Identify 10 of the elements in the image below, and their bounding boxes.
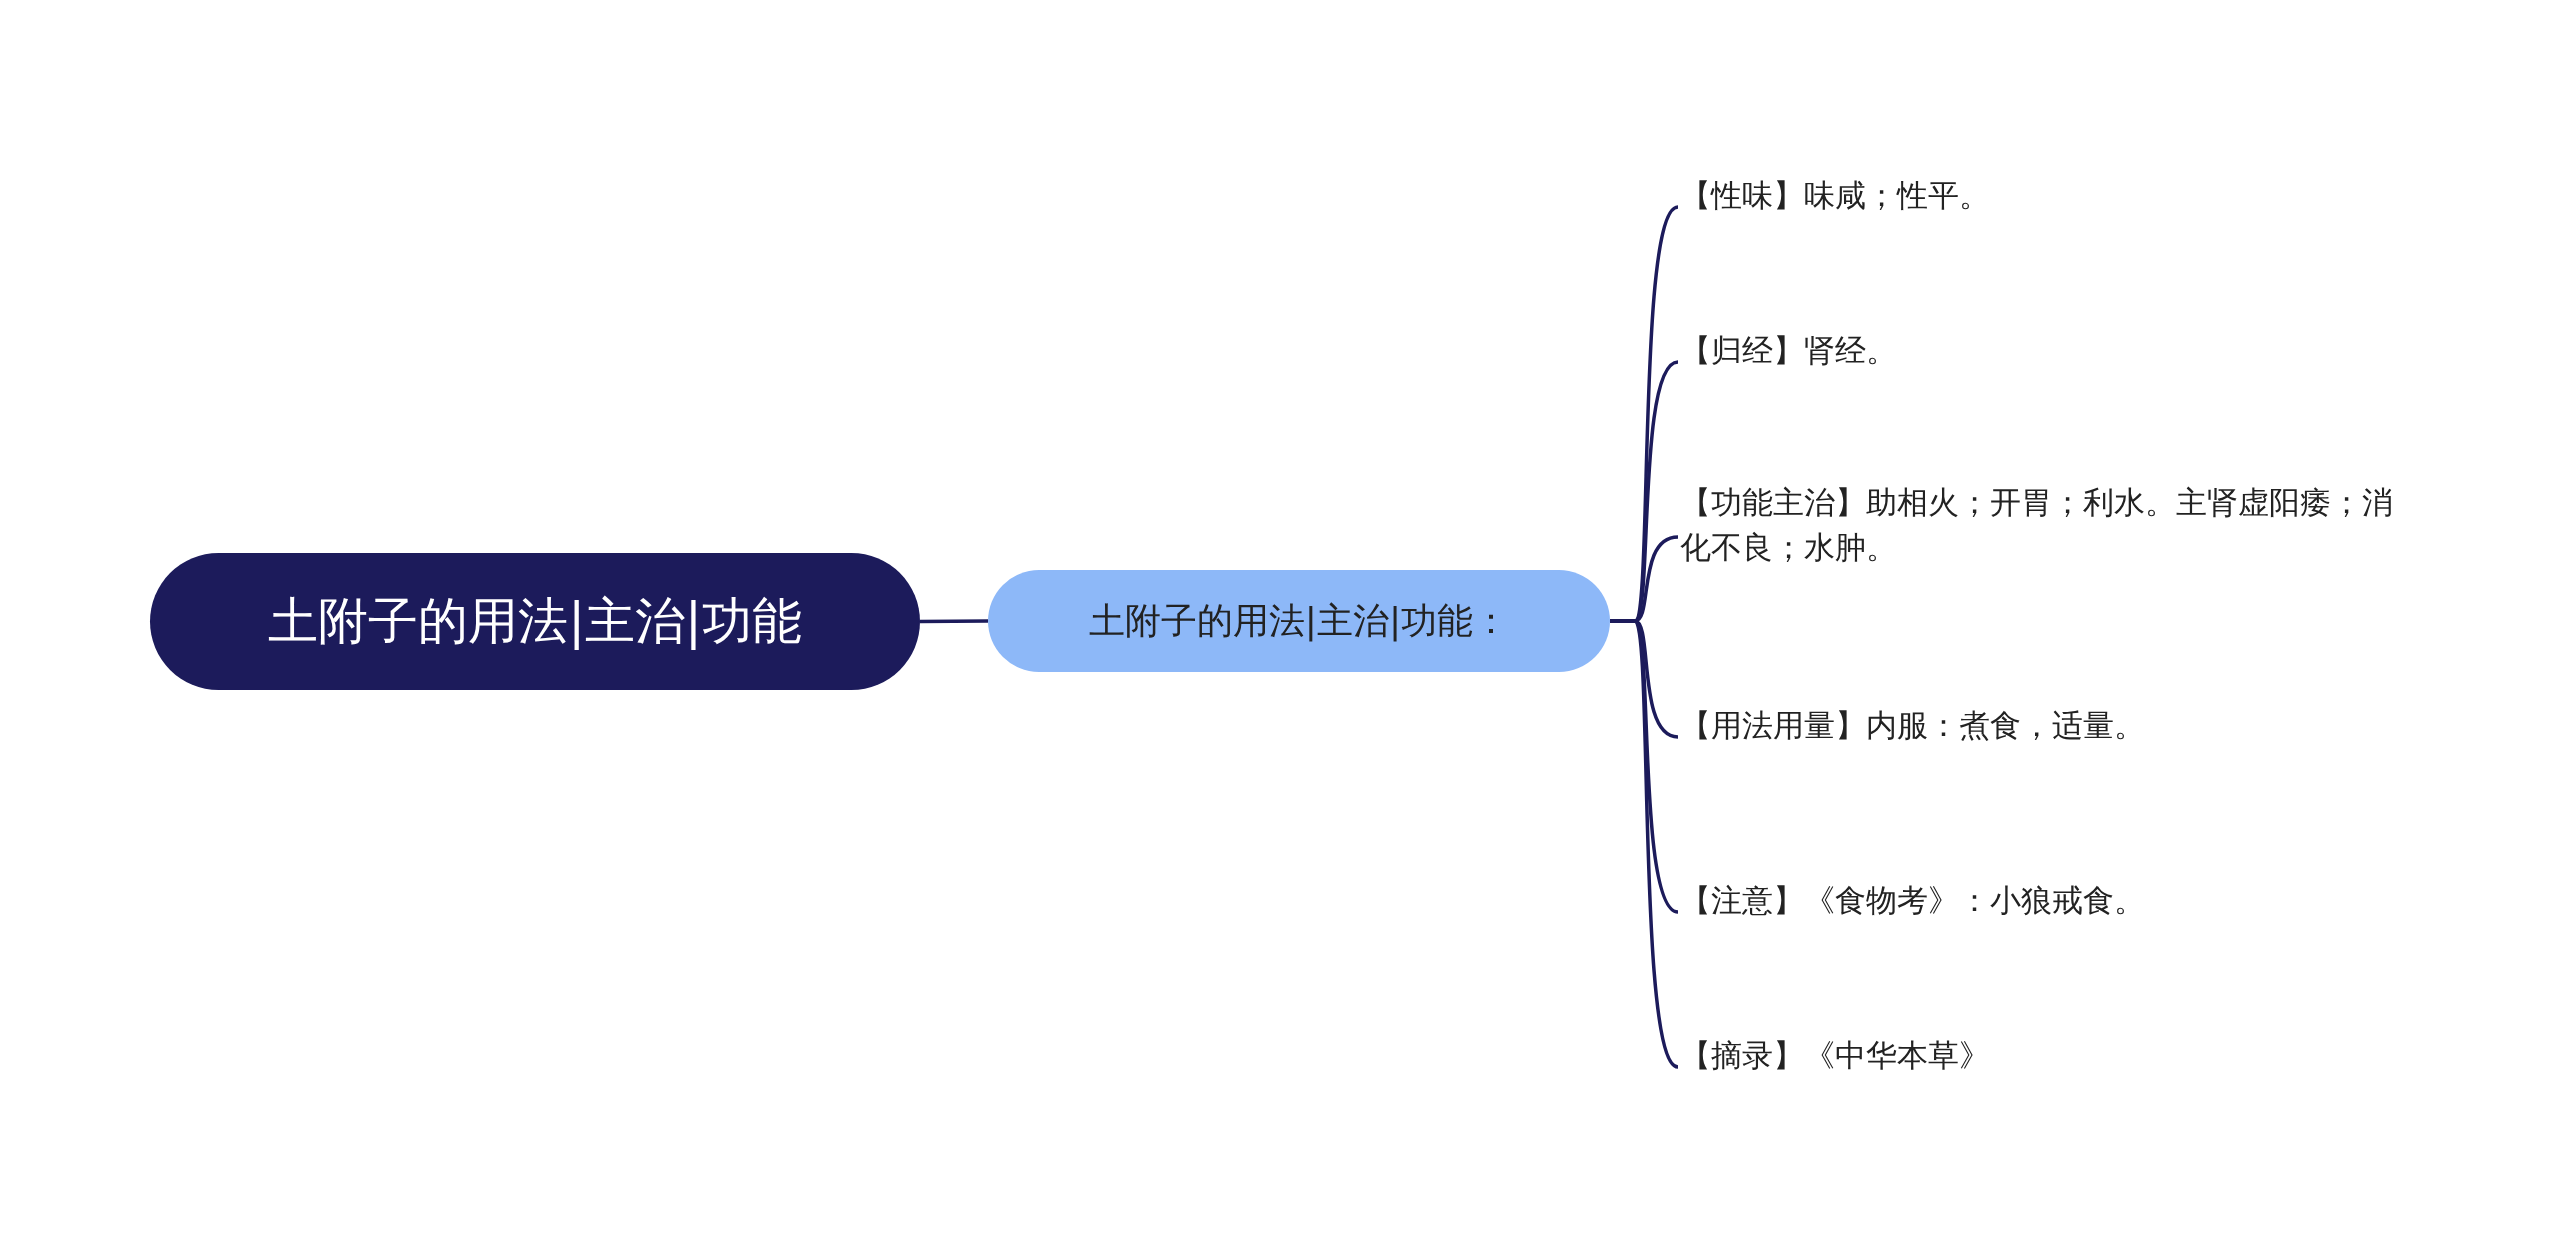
topic-text: 土附子的用法|主治|功能	[268, 591, 802, 652]
branch-line	[920, 619, 988, 624]
topic-text: 【注意】《食物考》：小狼戒食。	[1680, 880, 2145, 920]
topic-text: 土附子的用法|主治|功能：	[1088, 598, 1510, 644]
topic-text: 【摘录】《中华本草》	[1680, 1035, 1990, 1075]
topic-text: 【归经】肾经。	[1680, 330, 1897, 370]
branch-line	[1610, 619, 1680, 1069]
topic-text: 【性味】味咸；性平。	[1680, 175, 1990, 215]
topic-text: 【功能主治】助相火；开胃；利水。主肾虚阳痿；消化不良；水肿。	[1680, 483, 2394, 567]
topic-text: 【用法用量】内服：煮食，适量。	[1680, 705, 2145, 745]
